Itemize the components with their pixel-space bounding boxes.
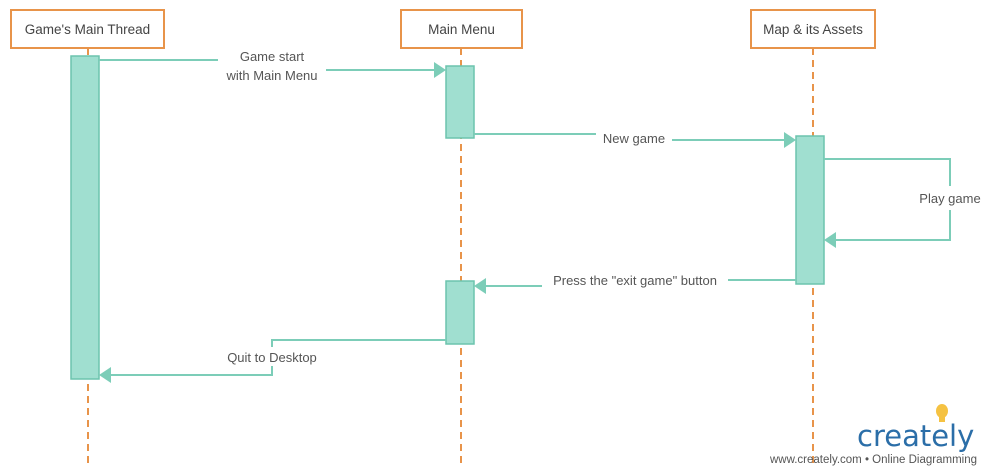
activation-main-thread[interactable] [70, 55, 100, 380]
message-label: Quit to Desktop [227, 350, 317, 365]
message-label: New game [603, 131, 665, 146]
message-exit-game[interactable]: Press the "exit game" button [474, 273, 796, 294]
participant-main-menu[interactable]: Main Menu [400, 9, 523, 49]
activation-map-assets[interactable] [795, 135, 825, 285]
message-new-game[interactable]: New game [474, 131, 796, 148]
message-label: Press the "exit game" button [553, 273, 717, 288]
message-play-game[interactable]: Play game [824, 158, 981, 248]
participant-map-assets[interactable]: Map & its Assets [750, 9, 876, 49]
logo-prefix: createl [857, 419, 957, 453]
message-label: Play game [919, 191, 980, 206]
arrowhead-icon [474, 278, 486, 294]
arrowhead-icon [824, 232, 836, 248]
arrowhead-icon [434, 62, 446, 78]
activation-main-menu-2[interactable] [445, 280, 475, 345]
participant-label: Map & its Assets [763, 22, 863, 37]
participant-label: Main Menu [428, 22, 495, 37]
creately-logo[interactable]: creately [857, 404, 974, 453]
message-game-start[interactable]: Game start with Main Menu [99, 49, 446, 83]
message-label: with Main Menu [225, 68, 317, 83]
message-quit-desktop[interactable]: Quit to Desktop [99, 339, 446, 383]
lightbulb-icon [936, 404, 948, 422]
arrowhead-icon [99, 367, 111, 383]
participant-main-thread[interactable]: Game's Main Thread [10, 9, 165, 49]
activation-main-menu-1[interactable] [445, 65, 475, 139]
footer-text: www.creately.com • Online Diagramming [769, 454, 977, 466]
activations [70, 55, 825, 380]
participant-label: Game's Main Thread [25, 22, 150, 37]
message-label: Game start [240, 49, 305, 64]
arrowhead-icon [784, 132, 796, 148]
logo-suffix: y [957, 419, 974, 453]
logo-wordmark: creately [857, 419, 974, 453]
